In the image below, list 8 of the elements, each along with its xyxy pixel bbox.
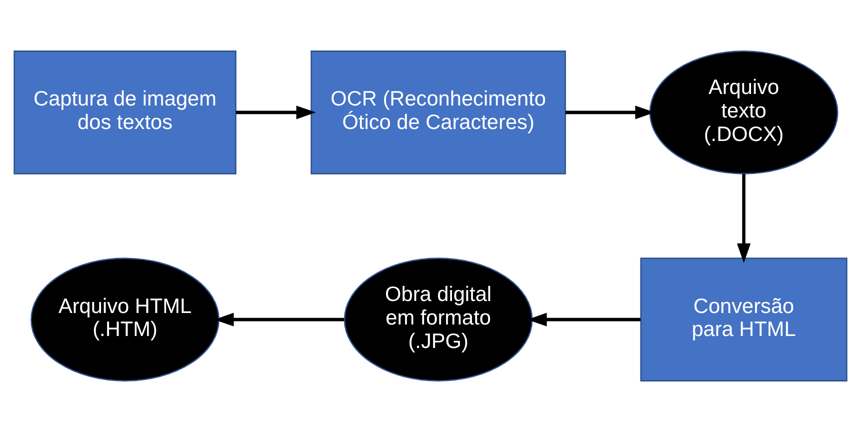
node-box: Captura de imagem dos textos [14,50,236,174]
node-box: OCR (Reconhecimento Ótico de Caracteres) [310,50,566,174]
node-ellipse: Arquivo texto (.DOCX) [649,50,838,174]
node-ellipse: Obra digital em formato (.JPG) [344,258,533,382]
node-ellipse: Arquivo HTML (.HTM) [30,258,220,382]
node-box: Conversão para HTML [640,258,848,382]
arrow [736,174,751,263]
arrow [236,106,316,120]
